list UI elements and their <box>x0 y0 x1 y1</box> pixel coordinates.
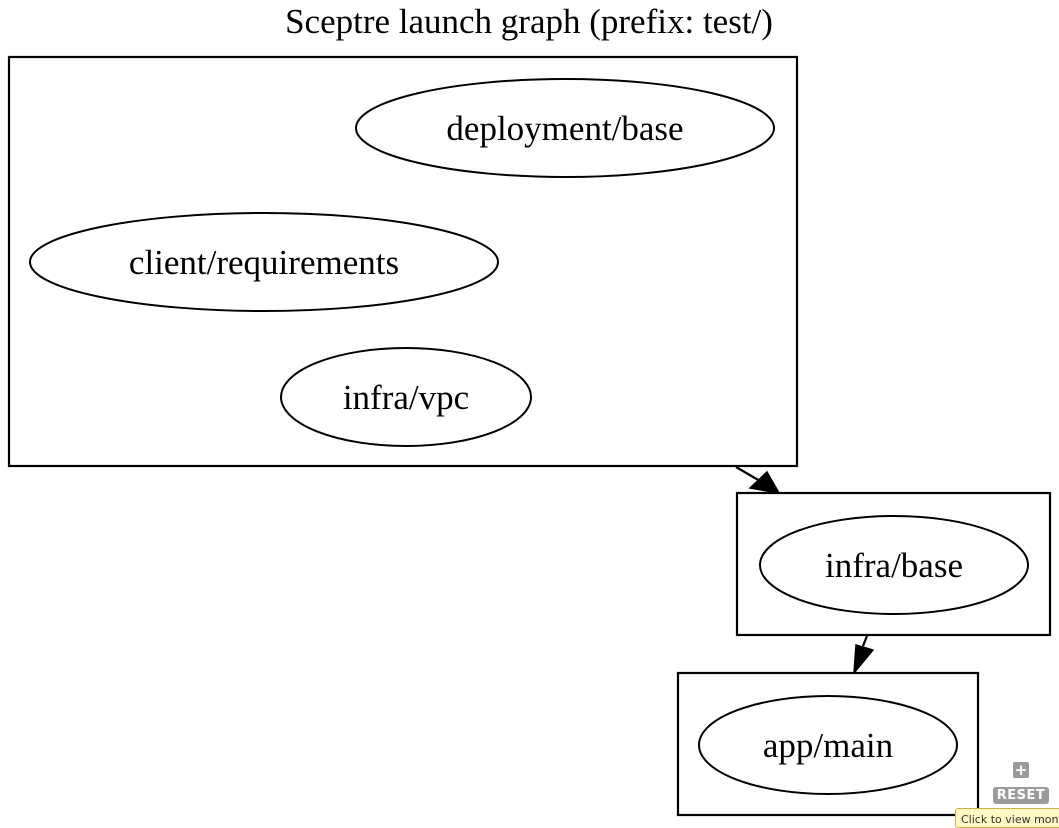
node-infra-base[interactable] <box>759 515 1029 615</box>
node-client-requirements[interactable] <box>29 212 499 312</box>
edge-group1-to-group2 <box>735 466 761 482</box>
node-label: app/main <box>763 726 893 765</box>
graph-title: Sceptre launch graph (prefix: test/) <box>285 2 773 41</box>
zoom-controls: + RESET <box>992 761 1050 804</box>
node-label: client/requirements <box>129 243 399 282</box>
node-label: deployment/base <box>446 109 683 148</box>
plus-icon[interactable]: + <box>1013 761 1029 779</box>
tooltip: Click to view month <box>955 808 1059 828</box>
node-label: infra/base <box>825 546 963 585</box>
node-app-main[interactable] <box>698 695 958 795</box>
arrowhead <box>853 644 875 676</box>
arrowhead <box>748 470 781 495</box>
node-deployment-base[interactable] <box>355 78 775 178</box>
reset-button[interactable]: RESET <box>992 787 1050 804</box>
node-label: infra/vpc <box>343 378 469 417</box>
edge-group2-to-group3 <box>861 635 869 647</box>
node-infra-vpc[interactable] <box>280 347 532 447</box>
